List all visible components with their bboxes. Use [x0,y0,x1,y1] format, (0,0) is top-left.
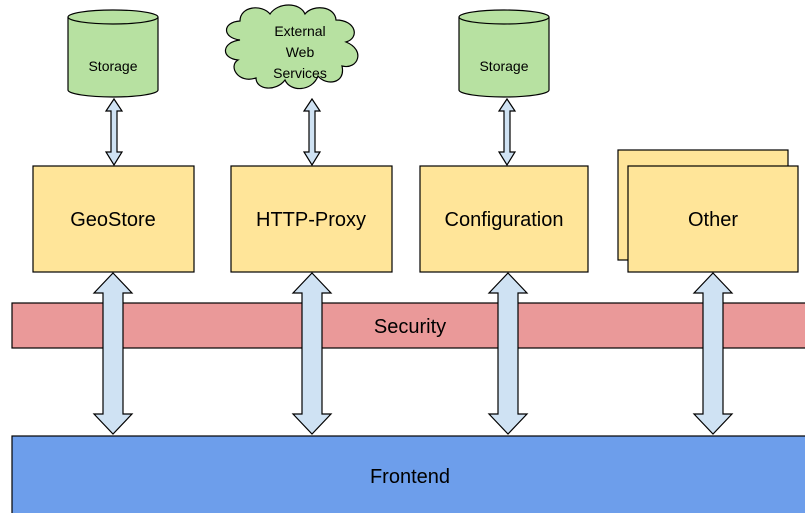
frontend-layer: Frontend [11,435,805,513]
double-arrow [487,272,529,435]
small-arrows [104,97,517,167]
storage-cylinder-configuration: Storage [458,9,550,98]
security-layer: Security [11,302,805,349]
frontend-label: Frontend [370,466,450,488]
storage-cylinder-geostore: Storage [67,9,159,98]
module-configuration: Configuration [419,165,589,273]
module-other-stack: Other [617,149,799,273]
module-label-other: Other [688,209,738,231]
double-arrow [92,272,134,435]
external-label-line1: External [274,23,325,39]
security-label: Security [374,316,446,338]
external-label-line3: Services [273,65,327,81]
storage-label: Storage [479,58,528,74]
external-label-line2: Web [286,44,315,60]
module-label-http-proxy: HTTP-Proxy [256,209,366,231]
double-arrow [692,272,734,435]
external-web-services-cloud: External Web Services [224,4,359,90]
module-label-configuration: Configuration [445,209,564,231]
module-label-geostore: GeoStore [70,209,156,231]
storage-label: Storage [88,58,137,74]
double-arrow [302,97,322,167]
double-arrow [291,272,333,435]
module-http-proxy: HTTP-Proxy [230,165,393,273]
large-arrows [92,272,734,435]
double-arrow [104,97,124,167]
module-geostore: GeoStore [32,165,195,273]
double-arrow [497,97,517,167]
